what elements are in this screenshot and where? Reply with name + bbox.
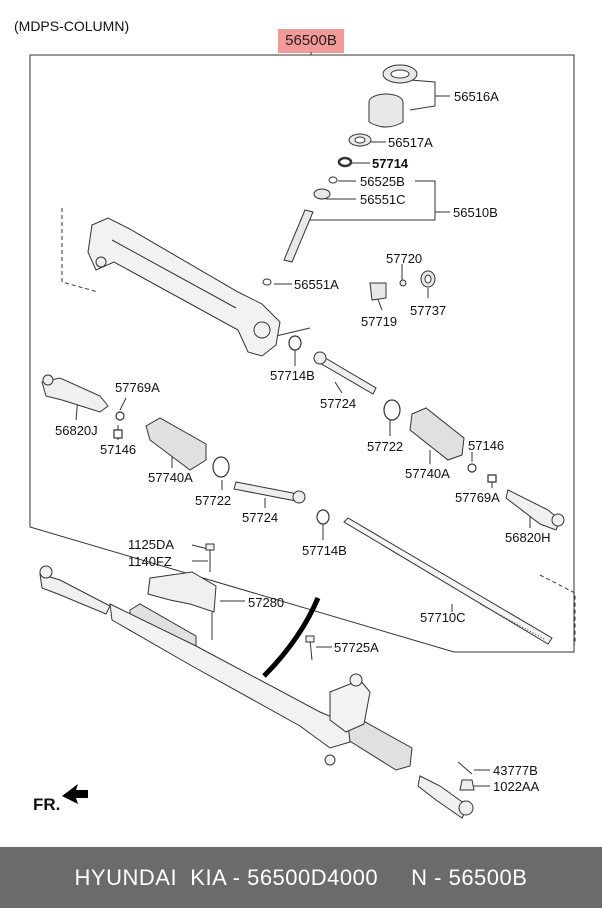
part-label[interactable]: 56820H bbox=[505, 530, 551, 545]
assembly-part-number-badge[interactable]: 56500B bbox=[278, 29, 344, 53]
front-direction-label: FR. bbox=[33, 795, 61, 814]
part-label[interactable]: 57724 bbox=[242, 510, 279, 525]
part-label[interactable]: 56525B bbox=[360, 174, 405, 189]
part-label[interactable]: 57740A bbox=[405, 466, 450, 481]
part-label[interactable]: 57146 bbox=[100, 442, 137, 457]
part-label[interactable]: 57714B bbox=[302, 543, 347, 558]
part-label[interactable]: 57722 bbox=[367, 439, 404, 454]
part-label[interactable]: 1022AA bbox=[493, 779, 540, 794]
footer-part-info: HYUNDAI KIA - 56500D4000 N - 56500B bbox=[0, 847, 602, 908]
part-label[interactable]: 56517A bbox=[388, 135, 433, 150]
part-label[interactable]: 57280 bbox=[248, 595, 285, 610]
part-label[interactable]: 57722 bbox=[195, 493, 232, 508]
part-label[interactable]: 57720 bbox=[386, 251, 423, 266]
part-label[interactable]: 56510B bbox=[453, 205, 498, 220]
part-label[interactable]: 57724 bbox=[320, 396, 357, 411]
part-label[interactable]: 57740A bbox=[148, 470, 193, 485]
part-label[interactable]: 56516A bbox=[454, 89, 499, 104]
part-label[interactable]: 1125DA bbox=[128, 537, 175, 552]
part-label[interactable]: 57737 bbox=[410, 303, 447, 318]
assembly-frame-line bbox=[29, 52, 575, 653]
part-label[interactable]: 56551C bbox=[360, 192, 406, 207]
part-label[interactable]: 43777B bbox=[493, 763, 538, 778]
part-label[interactable]: 56551A bbox=[294, 277, 339, 292]
part-label[interactable]: 57769A bbox=[115, 380, 160, 395]
part-label[interactable]: 57714B bbox=[270, 368, 315, 383]
part-label[interactable]: 57714 bbox=[372, 156, 409, 171]
front-direction-arrow-icon bbox=[62, 784, 88, 804]
part-label[interactable]: 57769A bbox=[455, 490, 500, 505]
part-label[interactable]: 57725A bbox=[334, 640, 379, 655]
part-label[interactable]: 57146 bbox=[468, 438, 505, 453]
part-label[interactable]: 57710C bbox=[420, 610, 466, 625]
diagram-note: (MDPS-COLUMN) bbox=[14, 18, 130, 34]
part-label[interactable]: 57719 bbox=[361, 314, 398, 329]
part-label[interactable]: 56820J bbox=[55, 423, 98, 438]
part-label[interactable]: 1140FZ bbox=[128, 554, 172, 569]
